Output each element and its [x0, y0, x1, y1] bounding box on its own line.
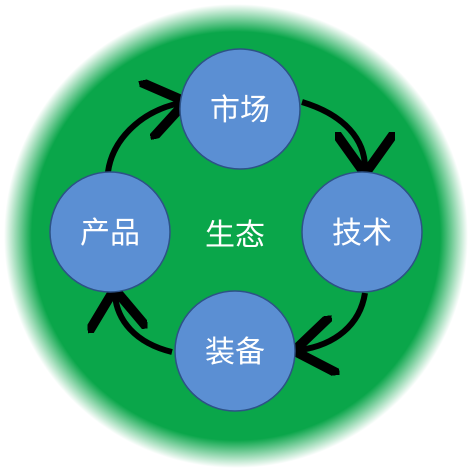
node-product: 产品: [49, 171, 171, 293]
node-equipment-label: 装备: [205, 335, 265, 370]
node-market-circle: [179, 48, 301, 170]
node-product-label: 产品: [80, 216, 140, 251]
node-technology-circle: [301, 171, 423, 293]
node-market-label: 市场: [210, 93, 270, 128]
node-equipment: 装备: [174, 290, 296, 412]
arrow-equipment-to-product: [115, 295, 173, 355]
arrow-product-to-market: [105, 103, 180, 173]
node-market: 市场: [179, 48, 301, 170]
background-circle: [4, 4, 468, 468]
arrow-market-to-technology: [301, 99, 365, 168]
center-label: 生态: [205, 218, 265, 253]
node-equipment-circle: [174, 290, 296, 412]
arrow-technology-to-equipment: [300, 292, 368, 350]
node-product-circle: [49, 171, 171, 293]
node-technology-label: 技术: [332, 216, 392, 251]
node-technology: 技术: [301, 171, 423, 293]
